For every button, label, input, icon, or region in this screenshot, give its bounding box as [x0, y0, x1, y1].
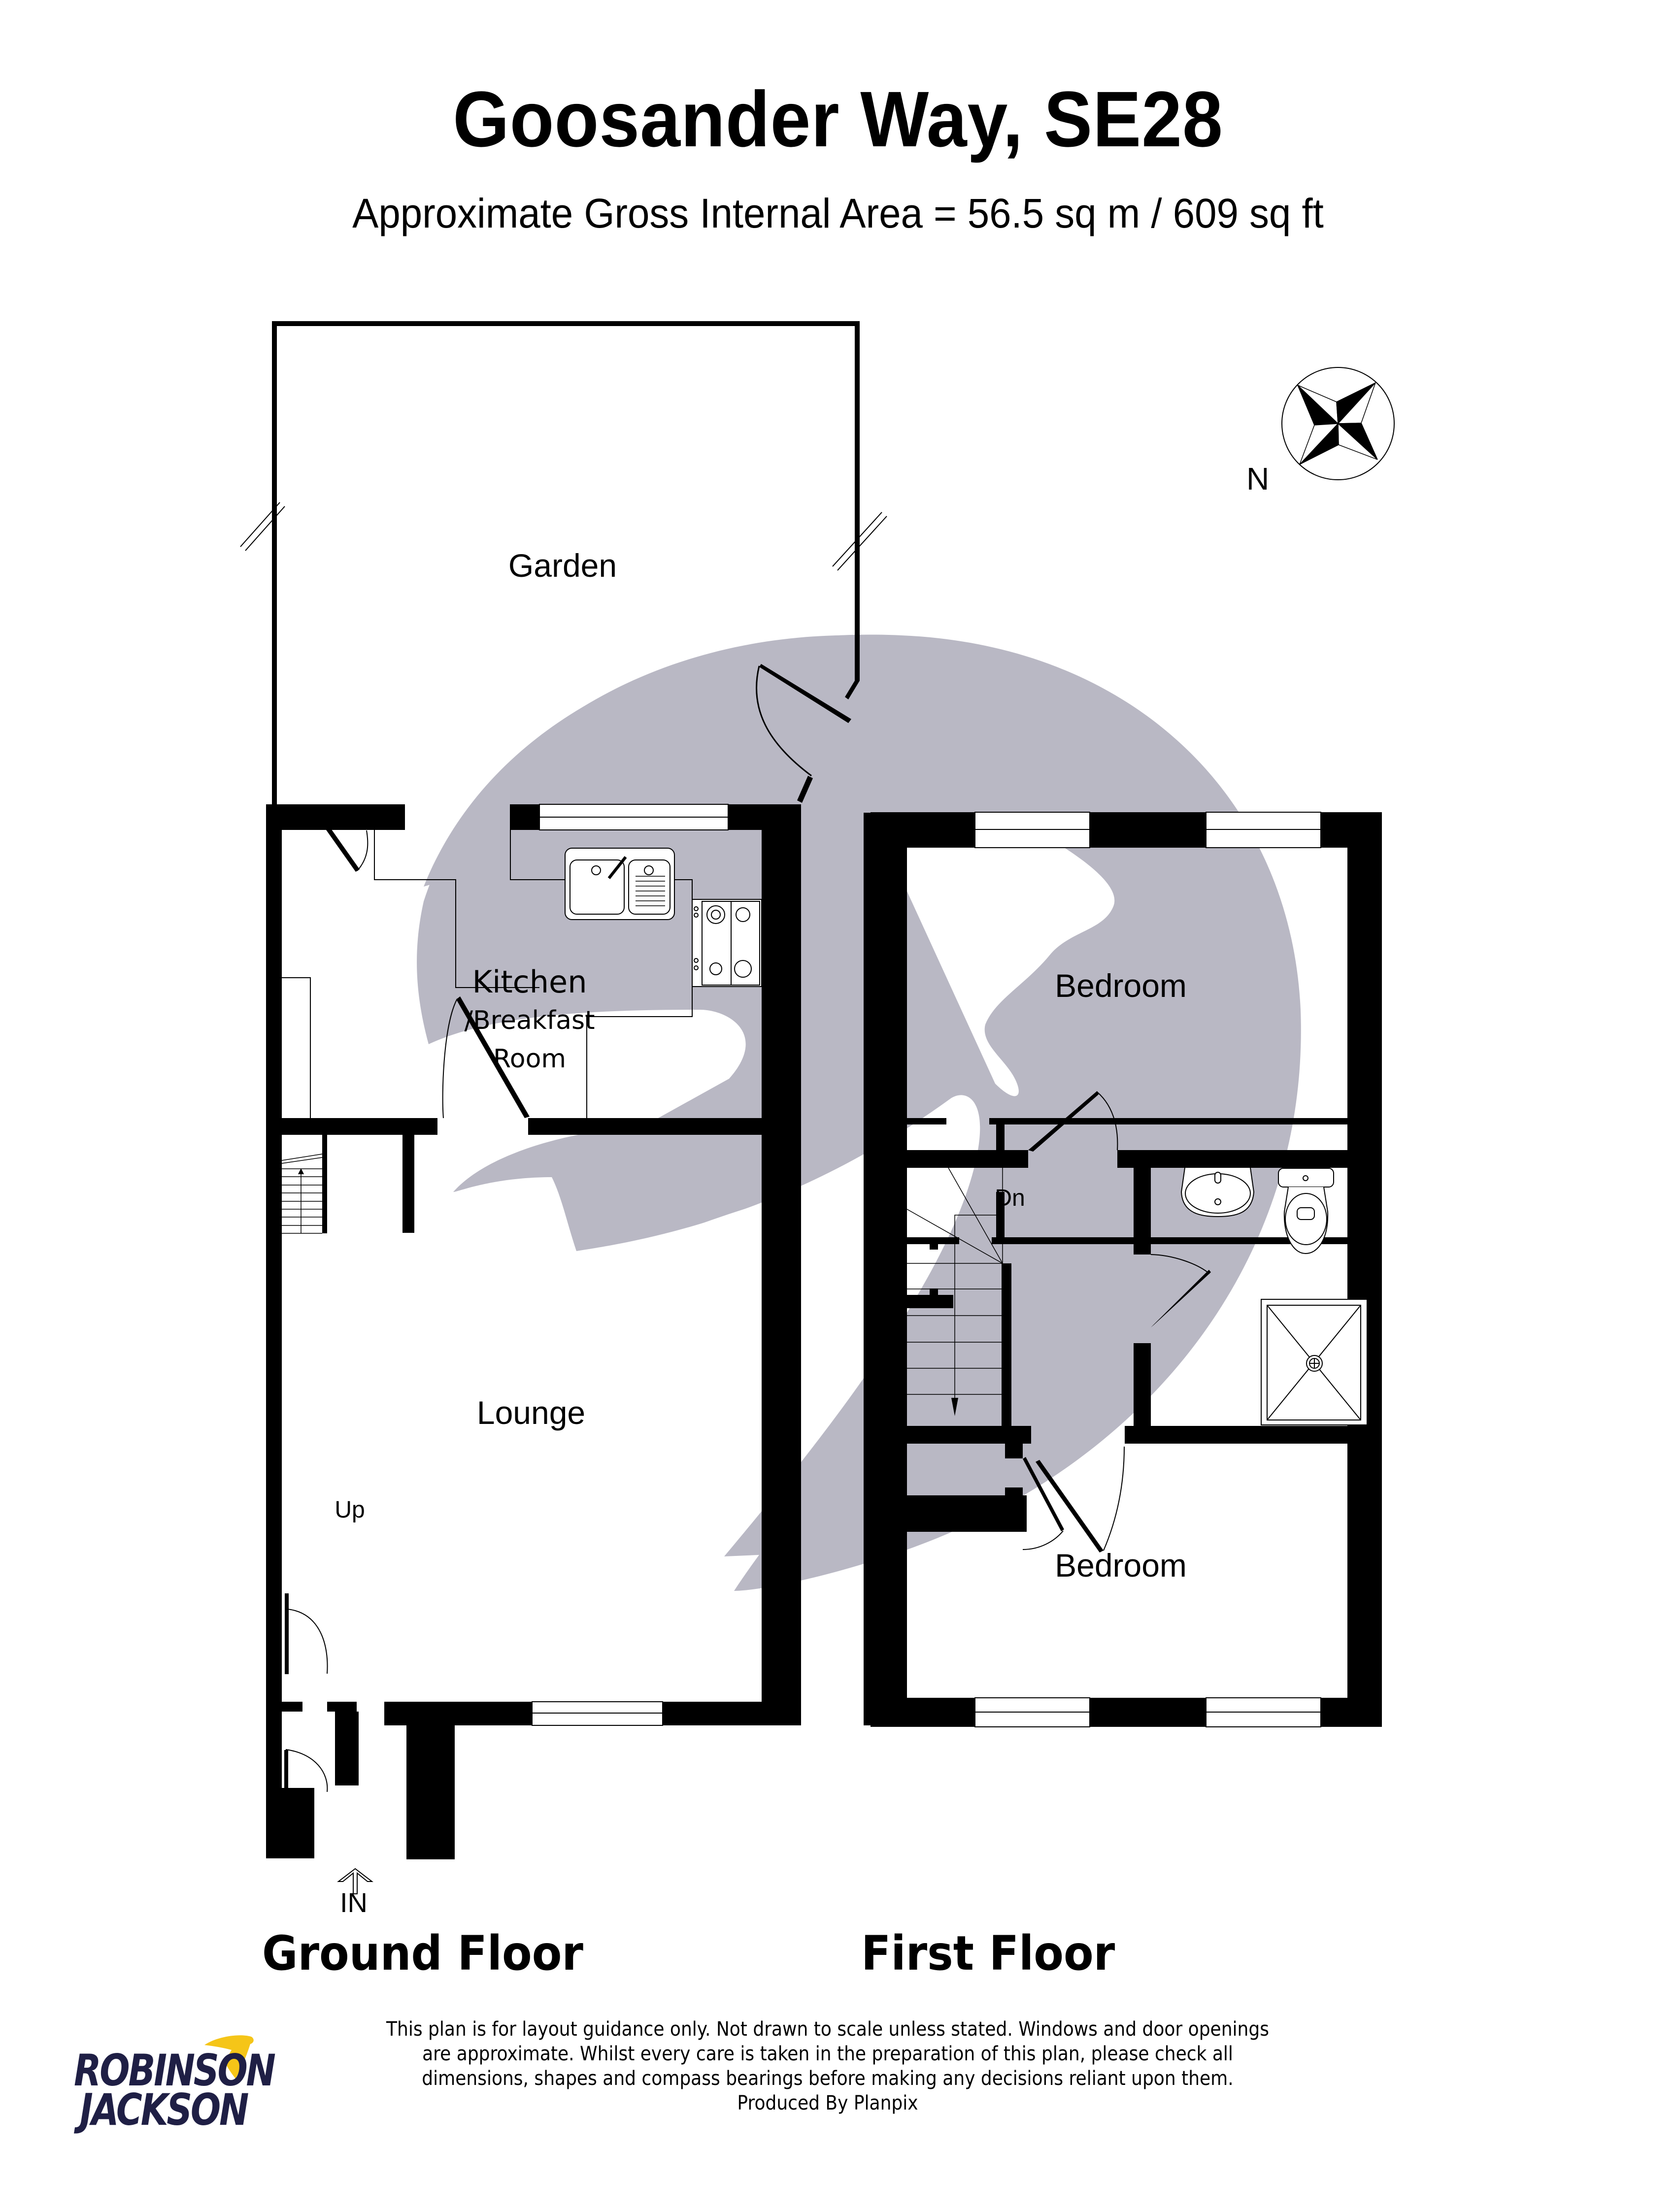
bathroom-door-icon	[1150, 1254, 1211, 1327]
logo-line-1: ROBINSON	[74, 2045, 276, 2096]
swallow-bird-icon	[204, 2035, 254, 2079]
stairs-up-icon	[281, 1154, 323, 1234]
stairs-up-label: Up	[335, 1497, 365, 1523]
compass-rose-icon	[1281, 367, 1395, 480]
entrance-arrow-icon	[337, 1868, 373, 1894]
gas-hob-icon	[692, 899, 762, 987]
bedroom2-door-icon	[1036, 1446, 1125, 1552]
entrance-label: IN	[340, 1887, 368, 1918]
room-label-bedroom-2: Bedroom	[1055, 1547, 1187, 1584]
disclaimer-line-1: This plan is for layout guidance only. N…	[386, 2018, 1269, 2041]
page-title: Goosander Way, SE28	[453, 75, 1223, 163]
double-sink-icon	[565, 848, 675, 920]
disclaimer-line-3: dimensions, shapes and compass bearings …	[422, 2067, 1234, 2090]
cupboard-door-icon	[1022, 1457, 1064, 1550]
area-subtitle: Approximate Gross Internal Area = 56.5 s…	[352, 190, 1324, 236]
toilet-icon	[1278, 1168, 1334, 1255]
room-label-bedroom-1: Bedroom	[1055, 967, 1187, 1004]
shower-tray-icon	[1261, 1299, 1368, 1425]
bedroom-door-icon	[1028, 1091, 1118, 1152]
disclaimer-text: This plan is for layout guidance only. N…	[331, 2017, 1324, 2115]
washbasin-icon	[1180, 1167, 1255, 1218]
lounge-door-icon	[442, 996, 530, 1119]
stairs-down-label: Dn	[995, 1185, 1025, 1211]
compass-north-label: N	[1246, 461, 1270, 496]
robinson-jackson-logo: ROBINSON JACKSON	[69, 2029, 276, 2152]
kitchen-door-icon	[326, 827, 369, 872]
ground-floor-label: Ground Floor	[262, 1926, 583, 1981]
ground-floor-plan	[240, 321, 887, 1859]
front-door-icon	[285, 1609, 328, 1792]
disclaimer-line-2: are approximate. Whilst every care is ta…	[422, 2043, 1233, 2065]
room-label-garden: Garden	[508, 547, 617, 584]
logo-line-2: JACKSON	[80, 2084, 249, 2135]
room-label-kitchen: Kitchen /Breakfast Room	[464, 963, 595, 1078]
produced-by-line: Produced By Planpix	[737, 2092, 918, 2114]
stairs-down-icon	[906, 1167, 1003, 1409]
first-floor-label: First Floor	[861, 1926, 1115, 1981]
kitchen-label-line2: /Breakfast	[464, 1006, 595, 1035]
kitchen-label-line3: Room	[493, 1044, 567, 1074]
kitchen-label-line1: Kitchen	[472, 964, 587, 1000]
room-label-lounge: Lounge	[476, 1394, 586, 1431]
